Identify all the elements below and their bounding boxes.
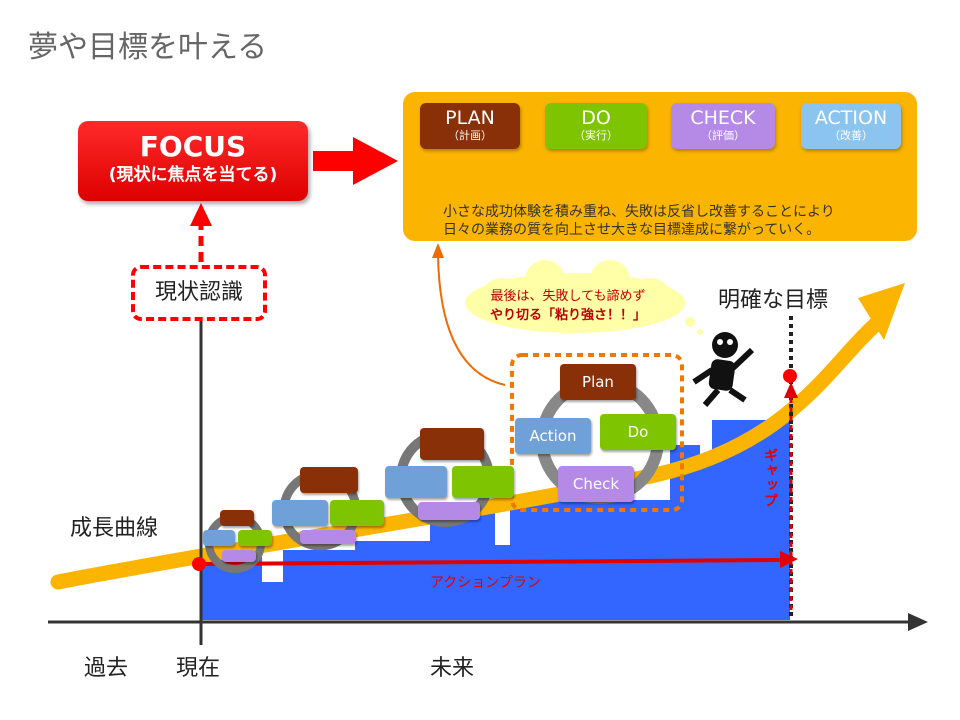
cycle1-do-block <box>238 530 272 546</box>
cycle-do-block: Do <box>600 414 676 450</box>
cycle3-action-block <box>385 466 447 498</box>
growth-steps-area <box>200 420 790 620</box>
pdca-panel: PLAN （計画） DO （実行） CHECK （評価） ACTION （改善）… <box>403 92 917 241</box>
cycle-plan-label: Plan <box>582 373 614 391</box>
bubble-line2: やり切る「粘り強さ！！」 <box>490 308 647 323</box>
cycle-check-block: Check <box>558 466 634 502</box>
pdca-check: CHECK （評価） <box>671 103 775 149</box>
pdca-do: DO （実行） <box>545 103 647 149</box>
focus-subtitle: (現状に焦点を当てる) <box>108 165 278 185</box>
cycle2-check-block <box>300 530 356 544</box>
speech-bubble <box>465 260 703 335</box>
big-cycle-highlight <box>510 353 684 512</box>
action-plan-label: アクションプラン <box>430 575 541 591</box>
cycle-plan-block: Plan <box>560 364 636 400</box>
pdca-description: 小さな成功体験を積み重ね、失敗は反省し改善することにより 日々の業務の質を向上さ… <box>443 203 835 239</box>
pdca-plan-sub: （計画） <box>448 129 492 142</box>
bubble-line1: 最後は、失敗しても諦めず <box>490 289 646 304</box>
axis-past-label: 過去 <box>84 656 129 681</box>
growth-curve-label: 成長曲線 <box>70 516 159 541</box>
cycle3-check-block <box>418 502 480 520</box>
cycle-action-block: Action <box>515 418 591 454</box>
feedback-arrow <box>437 254 506 386</box>
focus-title: FOCUS <box>139 130 247 163</box>
cycle2-action-block <box>272 500 328 526</box>
cycle3-do-block <box>452 466 514 498</box>
current-recognition-box: 現状認識 <box>131 265 267 321</box>
goal-point <box>783 369 797 383</box>
bubble-text: 最後は、失敗しても諦めず やり切る「粘り強さ！！」 <box>490 287 646 325</box>
cycle-action-label: Action <box>529 427 577 445</box>
time-axis-arrowhead <box>908 613 928 631</box>
cycle-check-label: Check <box>572 475 620 493</box>
cycle2-plan-block <box>300 467 358 493</box>
axis-now-label: 現在 <box>176 656 221 681</box>
gap-label: ギャップ <box>762 448 778 508</box>
pdca-do-sub: （実行） <box>574 129 618 142</box>
page-title: 夢や目標を叶える <box>28 30 268 65</box>
current-point <box>192 557 206 571</box>
up-arrow <box>190 203 212 226</box>
pdca-description-line2: 日々の業務の質を向上させ大きな目標達成に繋がっていく。 <box>443 222 821 238</box>
pdca-action-sub: （改善） <box>829 129 873 142</box>
cycle1-action-block <box>203 530 235 546</box>
focus-to-pdca-arrow <box>353 137 398 185</box>
axis-future-label: 未来 <box>430 656 475 681</box>
action-plan-arrow <box>199 558 783 566</box>
cycle3-plan-block <box>420 428 484 460</box>
growth-curve-arrowhead <box>858 283 905 340</box>
pdca-action-label: ACTION <box>814 107 888 129</box>
focus-box: FOCUS (現状に焦点を当てる) <box>78 121 308 201</box>
cycle1-check-block <box>222 550 256 562</box>
pdca-plan-label: PLAN <box>445 107 495 129</box>
cycle2-do-block <box>330 500 384 526</box>
pdca-description-line1: 小さな成功体験を積み重ね、失敗は反省し改善することにより <box>443 204 835 220</box>
pdca-do-label: DO <box>581 107 611 129</box>
pdca-check-sub: （評価） <box>701 129 745 142</box>
goal-label: 明確な目標 <box>718 288 829 313</box>
pdca-check-label: CHECK <box>690 107 756 129</box>
pdca-plan: PLAN （計画） <box>420 103 520 149</box>
cycle-do-label: Do <box>627 423 649 441</box>
cycle1-plan-block <box>220 510 254 526</box>
runner-figure-icon <box>692 332 755 407</box>
pdca-action: ACTION （改善） <box>801 103 901 149</box>
